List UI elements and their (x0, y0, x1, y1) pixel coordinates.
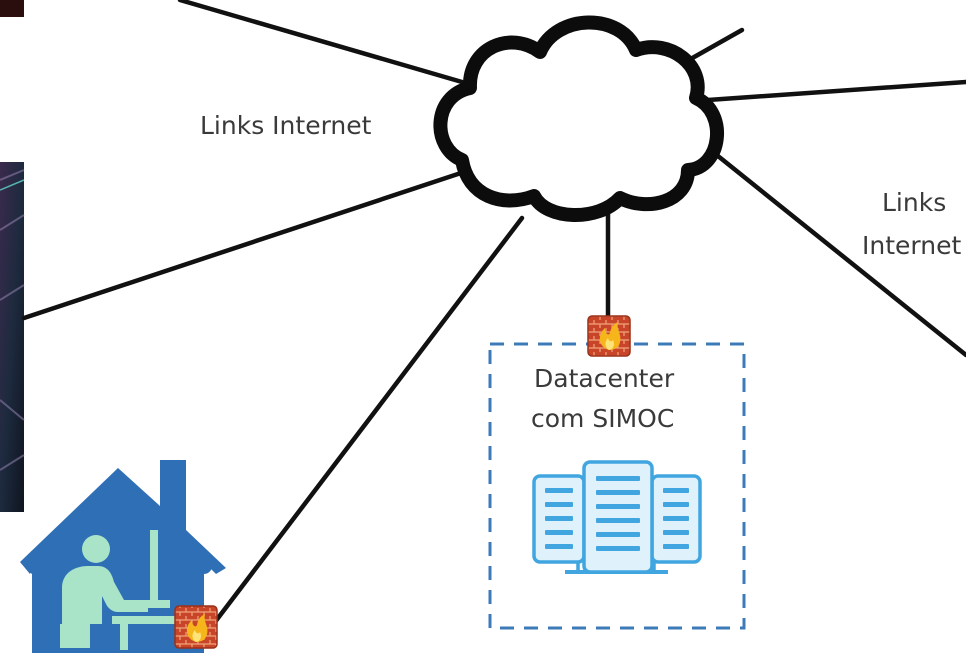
cropped-photo-left (0, 162, 25, 512)
datacenter-label-line2: com SIMOC (531, 404, 675, 433)
link-left (21, 167, 473, 321)
server-rack-icon (532, 460, 702, 574)
internet-links (21, 0, 966, 625)
links-internet-label-left: Links Internet (200, 111, 372, 140)
links-internet-label-right-line2: Internet (862, 231, 962, 260)
home-office-icon (20, 460, 226, 653)
cropped-photo-top-left (0, 0, 24, 17)
firewall-icon (587, 315, 631, 357)
link-lower-right (705, 145, 966, 358)
firewall-icon (174, 605, 218, 649)
datacenter-label-line1: Datacenter (534, 364, 675, 393)
link-top-left (177, 0, 465, 85)
link-home (212, 215, 525, 625)
link-right (705, 79, 966, 103)
remote-worker-icon (60, 530, 184, 650)
links-internet-label-right-line1: Links (882, 188, 947, 217)
internet-cloud-icon (433, 15, 724, 222)
